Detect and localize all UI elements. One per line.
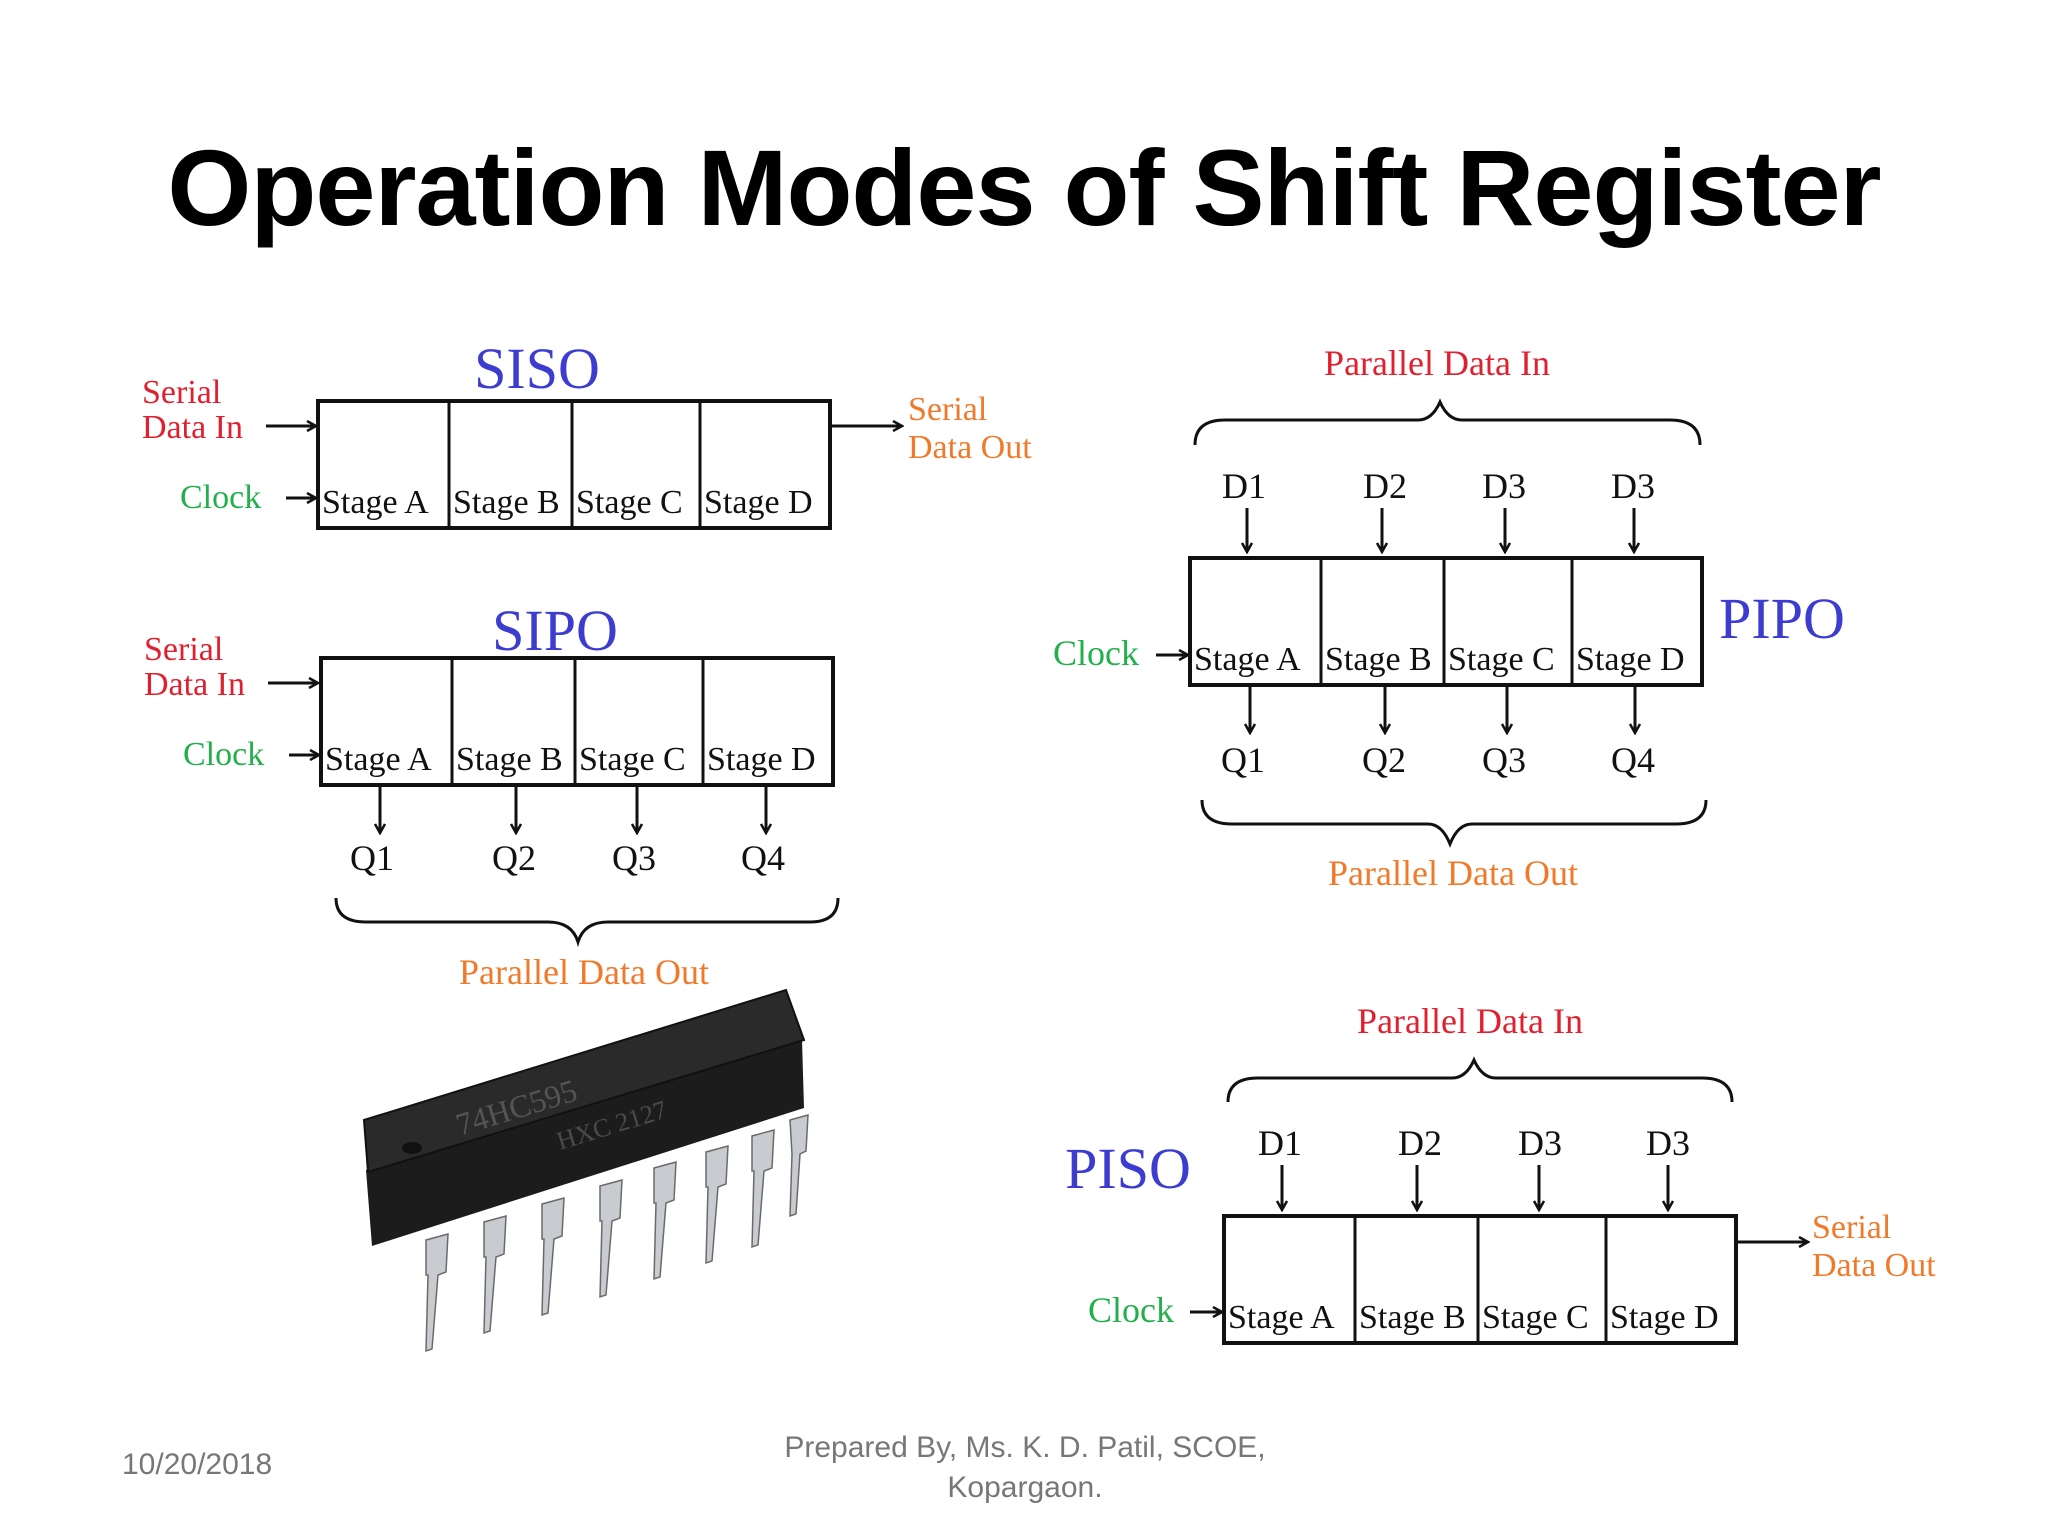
pipo-diagram: Parallel Data In D1 D2 D3 D3 Stage A Sta… [1053, 343, 1845, 893]
chip-notch [402, 1142, 422, 1154]
slide-title: Operation Modes of Shift Register [167, 127, 1881, 248]
piso-title: PISO [1065, 1136, 1191, 1201]
piso-register-box [1222, 1214, 1738, 1345]
pipo-register-box [1188, 556, 1704, 687]
sipo-input-label-2: Data In [144, 666, 245, 703]
pipo-input-label: Parallel Data In [1324, 343, 1550, 383]
sipo-output-brace [334, 897, 840, 948]
pipo-q3: Q3 [1482, 740, 1526, 780]
piso-d4: D3 [1646, 1123, 1690, 1163]
siso-output-label-2: Data Out [908, 429, 1032, 466]
siso-title: SISO [474, 336, 600, 401]
piso-stage-b: Stage B [1359, 1299, 1466, 1336]
sipo-diagram: SIPO Serial Data In Clock Stage A Stage … [144, 598, 840, 992]
piso-diagram: Parallel Data In D1 D2 D3 D3 PISO Stage … [1065, 1001, 1936, 1345]
ic-chip-image: 74HC595 HXC 2127 [362, 988, 809, 1353]
pipo-d2: D2 [1363, 466, 1407, 506]
piso-input-label: Parallel Data In [1357, 1001, 1583, 1041]
siso-input-label-1: Serial [142, 374, 221, 411]
chip-pin [541, 1197, 565, 1317]
siso-output-label-1: Serial [908, 391, 987, 428]
siso-stage-d: Stage D [704, 484, 813, 521]
pipo-d4: D3 [1611, 466, 1655, 506]
chip-pin [425, 1233, 449, 1353]
sipo-title: SIPO [492, 598, 618, 663]
siso-clock-label: Clock [180, 479, 261, 516]
piso-output-label-1: Serial [1812, 1209, 1891, 1246]
sipo-q2: Q2 [492, 838, 536, 878]
siso-diagram: SISO Serial Data In Clock Stage A Stage … [142, 336, 1032, 530]
siso-register-box [316, 399, 832, 530]
sipo-clock-label: Clock [183, 736, 264, 773]
pipo-d3: D3 [1482, 466, 1526, 506]
sipo-q1: Q1 [350, 838, 394, 878]
pipo-stage-c: Stage C [1448, 641, 1555, 678]
piso-stage-a: Stage A [1228, 1299, 1335, 1336]
siso-input-label-2: Data In [142, 409, 243, 446]
piso-d2: D2 [1398, 1123, 1442, 1163]
pipo-d1: D1 [1222, 466, 1266, 506]
chip-body-top [364, 990, 804, 1172]
piso-stage-d: Stage D [1610, 1299, 1719, 1336]
chip-pin [789, 1113, 809, 1218]
piso-d1: D1 [1258, 1123, 1302, 1163]
footer-credit-line-1: Prepared By, Ms. K. D. Patil, SCOE, [784, 1431, 1266, 1464]
pipo-stage-b: Stage B [1325, 641, 1432, 678]
pipo-stage-a: Stage A [1194, 641, 1301, 678]
chip-body-outline [362, 988, 806, 1174]
pipo-q1: Q1 [1221, 740, 1265, 780]
chip-pin [653, 1161, 677, 1281]
siso-stage-a: Stage A [322, 484, 429, 521]
sipo-q3: Q3 [612, 838, 656, 878]
piso-d3: D3 [1518, 1123, 1562, 1163]
chip-pin [705, 1145, 729, 1265]
siso-stage-c: Stage C [576, 484, 683, 521]
piso-output-label-2: Data Out [1812, 1247, 1936, 1284]
pipo-input-brace [1193, 398, 1702, 446]
pipo-q2: Q2 [1362, 740, 1406, 780]
chip-pin [599, 1179, 623, 1299]
piso-clock-label: Clock [1088, 1290, 1174, 1330]
sipo-stage-b: Stage B [456, 741, 563, 778]
chip-body-side [366, 1040, 804, 1246]
chip-pin [751, 1129, 775, 1249]
footer-date: 10/20/2018 [122, 1448, 273, 1481]
sipo-q4: Q4 [741, 838, 785, 878]
chip-pin [483, 1215, 507, 1335]
sipo-stage-d: Stage D [707, 741, 816, 778]
pipo-clock-label: Clock [1053, 633, 1139, 673]
pipo-stage-d: Stage D [1576, 641, 1685, 678]
pipo-q4: Q4 [1611, 740, 1655, 780]
sipo-stage-a: Stage A [325, 741, 432, 778]
sipo-input-label-1: Serial [144, 631, 223, 668]
piso-stage-c: Stage C [1482, 1299, 1589, 1336]
pipo-title: PIPO [1719, 586, 1845, 651]
sipo-output-label: Parallel Data Out [459, 952, 709, 992]
footer-credit-line-2: Kopargaon. [947, 1471, 1103, 1504]
sipo-register-box [319, 656, 835, 787]
siso-stage-b: Stage B [453, 484, 560, 521]
footer-credit: Prepared By, Ms. K. D. Patil, SCOE, Kopa… [760, 1428, 1290, 1508]
sipo-stage-c: Stage C [579, 741, 686, 778]
piso-input-brace [1226, 1056, 1734, 1103]
pipo-output-brace [1200, 799, 1708, 849]
pipo-output-label: Parallel Data Out [1328, 853, 1578, 893]
